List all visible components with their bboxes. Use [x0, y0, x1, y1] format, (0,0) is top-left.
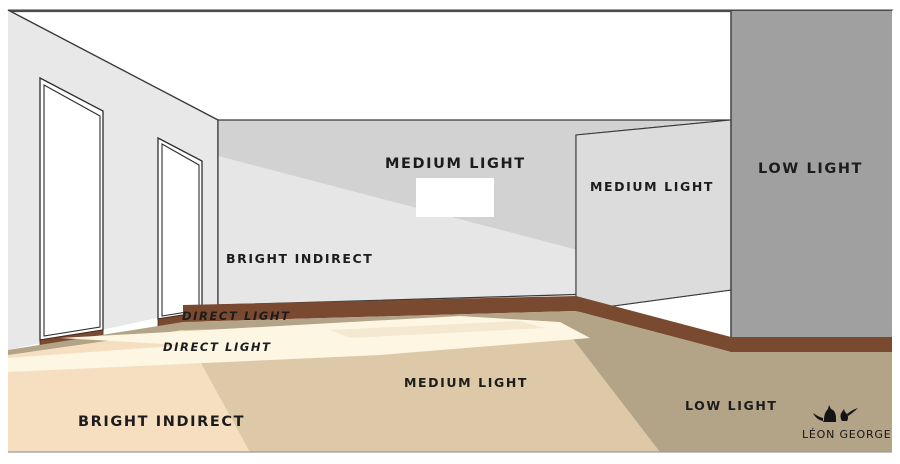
- label-right-wall-medium-light: MEDIUM LIGHT: [590, 179, 714, 194]
- label-floor-low-light: LOW LIGHT: [685, 398, 778, 413]
- left-wall-ceiling-edge: [7, 9, 219, 121]
- floor-direct-light-upper-band: [60, 316, 560, 346]
- label-floor-medium-light: MEDIUM LIGHT: [404, 375, 528, 390]
- baseboard-far-right: [731, 337, 892, 352]
- label-floor-direct-light-lower: DIRECT LIGHT: [163, 340, 272, 354]
- brand-logo: LÉON GEORGE: [802, 405, 892, 441]
- back-wall-white-panel: [416, 178, 494, 217]
- baseboard-right-angled: [576, 296, 731, 352]
- far-right-wall-surface: [731, 11, 892, 352]
- floor-direct-light-soft-edge: [330, 321, 545, 338]
- brand-name: LÉON GEORGE: [802, 428, 892, 441]
- label-far-right-wall-low-light: LOW LIGHT: [758, 161, 863, 177]
- cat-and-bird-icon: [813, 405, 858, 422]
- window-one-glass: [43, 84, 101, 337]
- label-floor-bright-indirect: BRIGHT INDIRECT: [78, 414, 245, 430]
- back-wall-right-section: [575, 119, 732, 312]
- window-two-glass: [161, 143, 200, 317]
- floor-direct-light-lower-band: [8, 322, 590, 372]
- label-back-wall-bright-indirect: BRIGHT INDIRECT: [226, 251, 373, 266]
- baseboard-back: [183, 296, 576, 322]
- label-back-wall-medium-light: MEDIUM LIGHT: [385, 156, 526, 172]
- label-floor-direct-light-upper: DIRECT LIGHT: [182, 309, 291, 323]
